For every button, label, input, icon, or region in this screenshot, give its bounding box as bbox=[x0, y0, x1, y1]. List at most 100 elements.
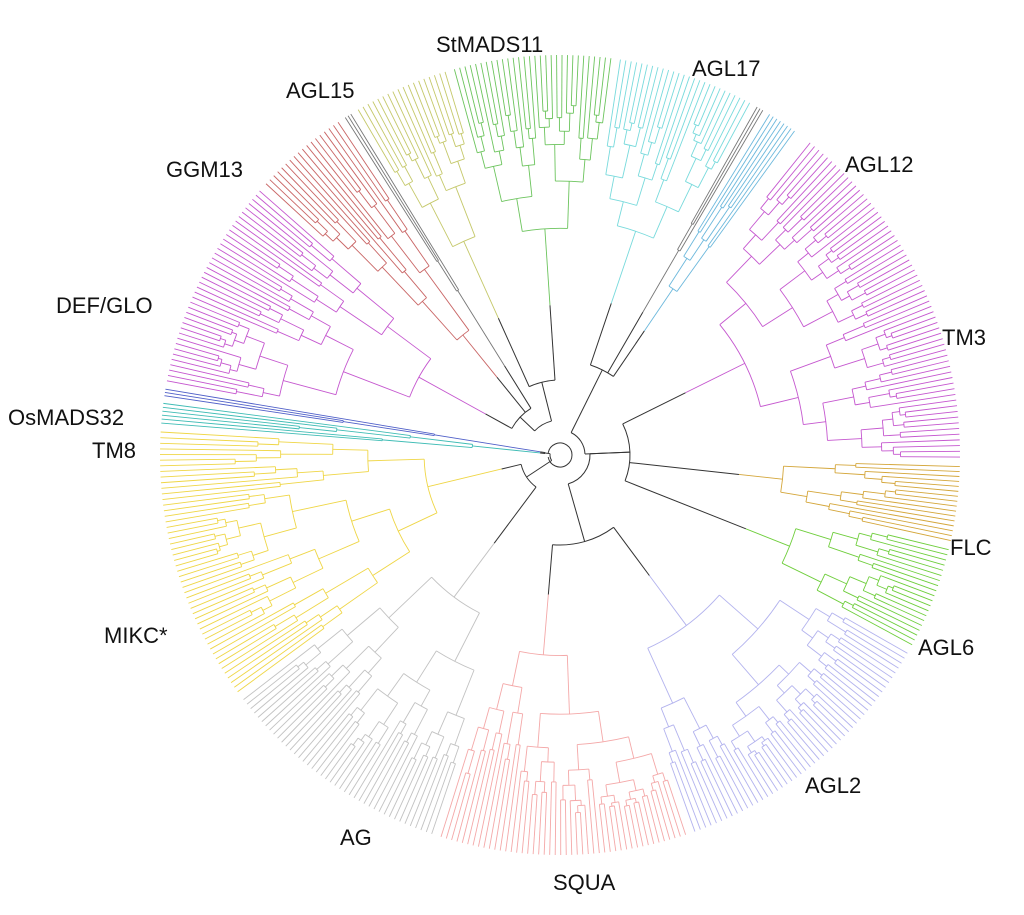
internal-branch bbox=[779, 270, 806, 290]
tip-branch bbox=[477, 733, 503, 847]
tip-branch bbox=[451, 773, 471, 841]
node-arc bbox=[450, 743, 460, 748]
tip-branch bbox=[357, 109, 396, 173]
internal-branch bbox=[495, 124, 499, 137]
tip-branch bbox=[603, 803, 611, 852]
internal-branch bbox=[642, 250, 680, 313]
tip-branch bbox=[813, 194, 864, 238]
tip-branch bbox=[737, 747, 769, 797]
tip-branch bbox=[178, 557, 239, 578]
node-arc bbox=[833, 645, 837, 651]
internal-branch bbox=[843, 590, 859, 599]
node-arc bbox=[599, 803, 605, 805]
internal-branch bbox=[613, 127, 618, 148]
internal-branch bbox=[316, 220, 328, 232]
tip-branch bbox=[889, 549, 945, 566]
tip-branch bbox=[507, 58, 518, 131]
tip-branch bbox=[164, 391, 344, 422]
internal-branch bbox=[217, 518, 226, 522]
node-arc bbox=[217, 355, 220, 361]
internal-branch bbox=[280, 318, 304, 331]
internal-branch bbox=[336, 237, 349, 250]
node-arc bbox=[289, 275, 294, 282]
node-arc bbox=[862, 323, 866, 328]
tip-branch bbox=[727, 123, 785, 207]
node-arc bbox=[237, 322, 241, 328]
node-arc bbox=[870, 533, 873, 540]
tip-branch bbox=[178, 332, 224, 348]
internal-branch bbox=[387, 326, 432, 360]
tip-branch bbox=[418, 80, 440, 136]
node-arc bbox=[477, 150, 485, 154]
tip-branch bbox=[521, 781, 530, 854]
node-arc bbox=[447, 711, 465, 719]
tip-branch bbox=[161, 476, 298, 489]
internal-branch bbox=[424, 269, 470, 331]
internal-branch bbox=[692, 124, 697, 134]
internal-branch bbox=[414, 709, 428, 735]
internal-branch bbox=[537, 713, 541, 748]
internal-branch bbox=[745, 528, 790, 547]
internal-branch bbox=[588, 768, 591, 780]
internal-branch bbox=[685, 158, 697, 182]
internal-branch bbox=[301, 334, 322, 345]
internal-branch bbox=[274, 614, 295, 627]
tip-branch bbox=[847, 249, 904, 284]
internal-branch bbox=[531, 138, 536, 165]
tip-branch bbox=[779, 720, 816, 764]
internal-branch bbox=[539, 761, 542, 782]
tip-branch bbox=[402, 86, 432, 154]
internal-branch bbox=[339, 582, 378, 610]
internal-branch bbox=[467, 750, 475, 774]
tip-branch bbox=[829, 503, 954, 527]
node-arc bbox=[334, 219, 339, 224]
internal-branch bbox=[351, 244, 379, 272]
internal-branch bbox=[615, 762, 621, 783]
tip-branch bbox=[629, 63, 643, 123]
tip-branch bbox=[273, 684, 324, 735]
tip-branch bbox=[609, 806, 617, 852]
node-arc bbox=[485, 164, 502, 169]
label-agl17: AGL17 bbox=[692, 56, 761, 81]
internal-branch bbox=[862, 446, 882, 448]
node-arc bbox=[335, 349, 354, 395]
internal-branch bbox=[692, 731, 701, 747]
tip-branch bbox=[889, 338, 943, 356]
internal-branch bbox=[776, 699, 788, 713]
tip-branch bbox=[160, 471, 255, 478]
tip-branch bbox=[698, 86, 716, 127]
node-arc bbox=[216, 518, 219, 524]
internal-branch bbox=[730, 741, 737, 750]
tip-branch bbox=[439, 73, 460, 135]
internal-branch bbox=[758, 706, 770, 720]
tip-branch bbox=[293, 156, 371, 242]
internal-branch bbox=[516, 198, 523, 232]
node-arc bbox=[287, 306, 291, 311]
internal-branch bbox=[455, 669, 475, 716]
internal-branch bbox=[262, 562, 292, 576]
node-arc bbox=[375, 741, 381, 746]
node-arc bbox=[579, 158, 591, 161]
backbone-branch bbox=[496, 376, 526, 413]
tip-branch bbox=[177, 337, 242, 359]
internal-branch bbox=[374, 626, 399, 653]
tip-branch bbox=[848, 235, 895, 266]
tip-branch bbox=[285, 690, 339, 747]
tip-branch bbox=[887, 534, 949, 551]
tip-branch bbox=[667, 779, 687, 835]
internal-branch bbox=[747, 746, 752, 753]
node-arc bbox=[690, 223, 694, 225]
tip-branch bbox=[172, 353, 221, 367]
tip-branch bbox=[890, 343, 945, 361]
internal-branch bbox=[414, 159, 425, 179]
internal-branch bbox=[437, 711, 449, 735]
internal-branch bbox=[660, 707, 670, 728]
tip-branch bbox=[224, 620, 306, 674]
node-arc bbox=[478, 121, 484, 124]
node-arc bbox=[277, 264, 281, 269]
internal-branch bbox=[472, 445, 541, 454]
node-arc bbox=[368, 645, 382, 659]
node-arc bbox=[568, 768, 589, 771]
tip-branch bbox=[587, 56, 596, 139]
